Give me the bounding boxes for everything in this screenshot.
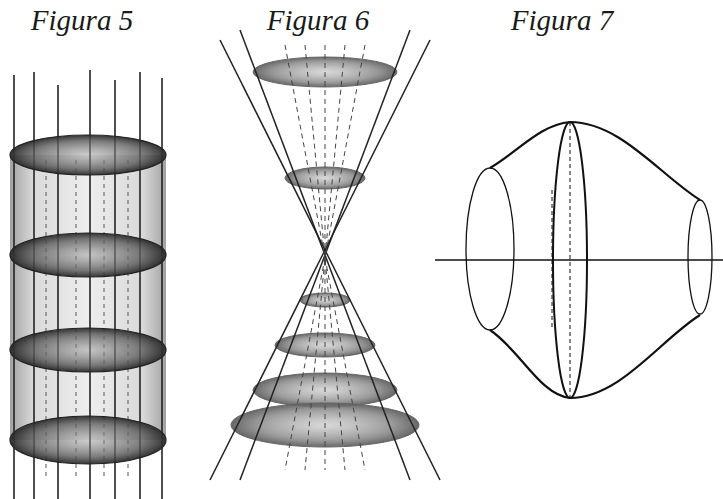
- figure-title-box: Figura 5: [31, 6, 133, 35]
- figure-title-box: Figura 6: [267, 6, 369, 35]
- double-cone: [210, 30, 440, 480]
- solid-of-revolution: [435, 122, 723, 398]
- figure-title: Figura 5: [31, 4, 133, 36]
- cylinder: [10, 70, 166, 499]
- figure-title: Figura 6: [267, 4, 369, 36]
- figure-title: Figura 7: [511, 4, 613, 36]
- figure-title-box: Figura 7: [511, 6, 613, 35]
